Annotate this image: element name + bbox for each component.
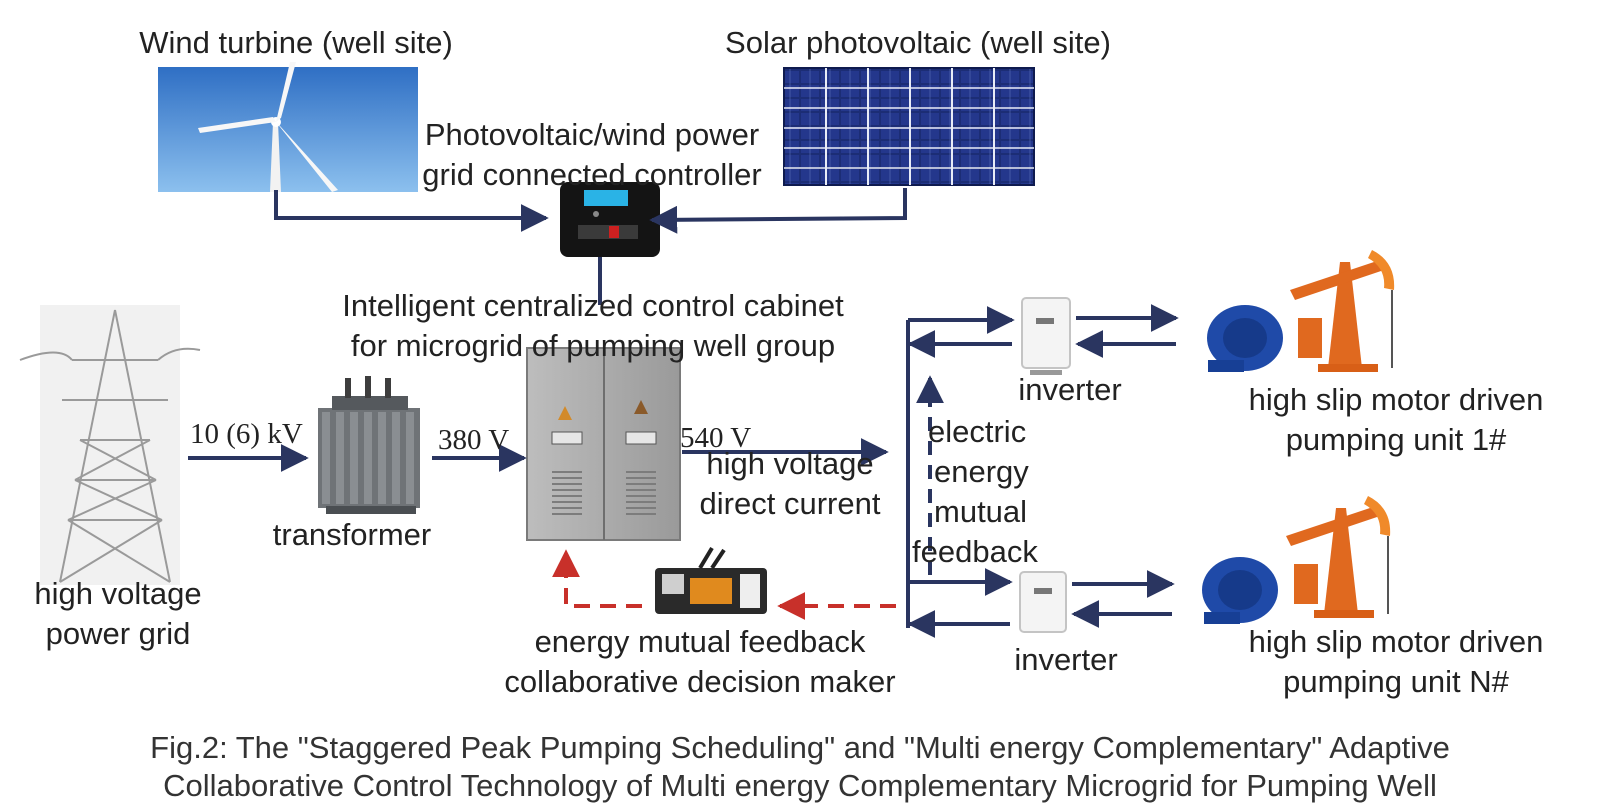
feedback-label-line4: feedback: [912, 534, 1038, 569]
decision-maker-label-line2: collaborative decision maker: [504, 664, 896, 699]
transformer-image: [318, 376, 420, 514]
wind-to-controller-arrow: [274, 190, 549, 232]
decision-maker-image: [655, 546, 767, 614]
cabinet-label-line1: Intelligent centralized control cabinet: [342, 288, 844, 323]
wind-turbine-image: [158, 62, 418, 192]
inverter-n-label: inverter: [1014, 642, 1118, 677]
pumping-unit-n-image: [1202, 496, 1391, 624]
solar-pv-label: Solar photovoltaic (well site): [725, 25, 1111, 60]
feedback-label-line2: energy: [934, 454, 1029, 489]
solar-to-controller-arrow: [649, 188, 907, 234]
controller-label-line2: grid connected controller: [422, 157, 762, 192]
grid-label-line1: high voltage: [34, 576, 202, 611]
inverter-1-label: inverter: [1018, 372, 1122, 407]
solar-panel-image: [783, 67, 1035, 186]
voltage-10kv-label: 10 (6) kV: [190, 418, 303, 450]
hvdc-label-line2: direct current: [699, 486, 881, 521]
feedback-label-line1: electric: [928, 414, 1027, 449]
unit-n-label-line2: pumping unit N#: [1283, 664, 1509, 699]
inverter-1-image: [1021, 297, 1071, 375]
controller-label-line1: Photovoltaic/wind power: [424, 117, 760, 152]
transformer-label: transformer: [272, 517, 432, 552]
unit-n-label-line1: high slip motor driven: [1248, 624, 1544, 659]
control-cabinet-image: [526, 347, 681, 541]
decision-maker-to-cabinet-arrow: [552, 549, 642, 608]
grid-controller-image: [560, 182, 660, 257]
decision-maker-label-line1: energy mutual feedback: [534, 624, 866, 659]
cabinet-label-line2: for microgrid of pumping well group: [350, 328, 836, 363]
voltage-540-label: 540 V: [680, 422, 752, 454]
unit-1-label-line2: pumping unit 1#: [1285, 422, 1507, 457]
grid-label-line2: power grid: [45, 616, 191, 651]
hvdc-label-line1: high voltage: [706, 446, 874, 481]
voltage-380-label: 380 V: [438, 424, 510, 456]
figure-caption-line1: Fig.2: The "Staggered Peak Pumping Sched…: [150, 730, 1450, 765]
pumping-unit-1-image: [1207, 250, 1395, 372]
wind-turbine-label: Wind turbine (well site): [139, 25, 453, 60]
transmission-tower-image: [19, 305, 201, 585]
feedback-label-line3: mutual: [934, 494, 1028, 529]
inverter-n-image: [1019, 571, 1067, 633]
unit-1-label-line1: high slip motor driven: [1248, 382, 1544, 417]
figure-caption-line2: Collaborative Control Technology of Mult…: [163, 768, 1437, 803]
